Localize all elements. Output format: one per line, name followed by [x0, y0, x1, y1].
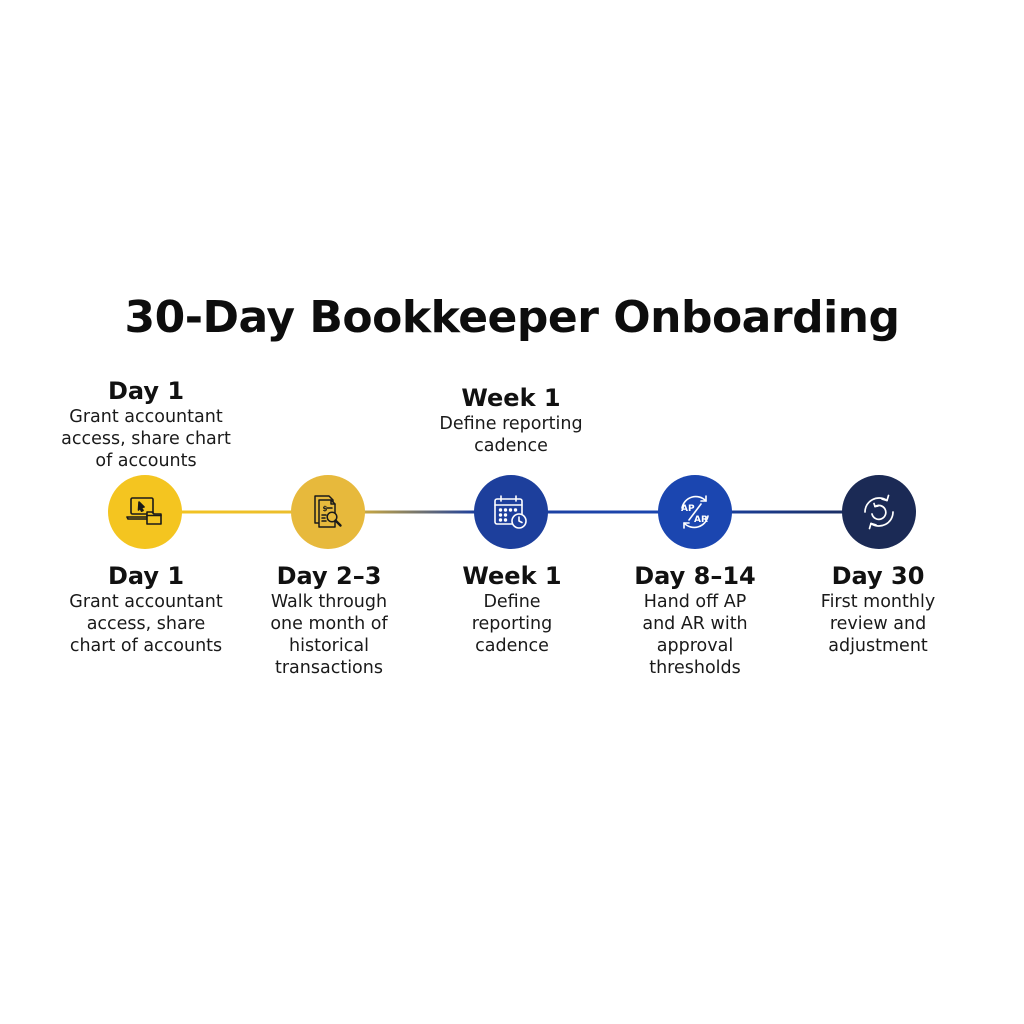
step-milestone: Day 1 — [107, 562, 185, 590]
svg-text:$: $ — [323, 505, 328, 513]
step-line: historical — [289, 636, 369, 656]
step-milestone: Day 2–3 — [276, 562, 382, 590]
step-line: access, share — [86, 614, 206, 634]
step-line: one month of — [270, 614, 388, 634]
diagram-title: 30-Day Bookkeeper Onboarding — [124, 292, 900, 343]
callout-line: of accounts — [95, 451, 197, 471]
callout-milestone: Day 1 — [107, 377, 185, 405]
step-line: transactions — [275, 658, 383, 678]
step-label-day-30: Day 30 First monthly review and adjustme… — [798, 561, 958, 657]
step-node-week-1 — [474, 475, 548, 549]
callout-line: Grant accountant — [69, 407, 223, 427]
step-line: cadence — [475, 636, 549, 656]
step-line: Grant accountant — [69, 592, 223, 612]
callout-line: access, share chart — [61, 429, 231, 449]
step-milestone: Day 8–14 — [634, 562, 756, 590]
step-line: review and — [829, 614, 927, 634]
step-line: approval — [656, 636, 734, 656]
step-label-day-2-3: Day 2–3 Walk through one month of histor… — [249, 561, 409, 679]
document-magnifier-icon: $ — [314, 495, 342, 528]
step-line: Walk through — [270, 592, 388, 612]
step-line: First monthly — [820, 592, 936, 612]
step-node-day-1 — [108, 475, 182, 549]
step-label-week-1: Week 1 Define reporting cadence — [432, 561, 592, 657]
step-node-day-2-3: $ — [291, 475, 365, 549]
calendar-clock-icon — [494, 495, 527, 529]
ar-icon-text: AR — [694, 515, 708, 525]
callout-above-day-1: Day 1 Grant accountant access, share cha… — [46, 376, 246, 472]
step-line: reporting — [471, 614, 553, 634]
step-node-day-30 — [842, 475, 916, 549]
callout-above-week-1: Week 1 Define reporting cadence — [416, 383, 606, 457]
callout-line: Define reporting — [439, 414, 583, 434]
step-line: adjustment — [828, 636, 928, 656]
laptop-folder-icon — [126, 497, 162, 525]
step-milestone: Week 1 — [462, 562, 562, 590]
step-line: chart of accounts — [69, 636, 223, 656]
step-milestone: Day 30 — [831, 562, 925, 590]
callout-line: cadence — [474, 436, 548, 456]
refresh-cycle-icon — [864, 494, 894, 530]
step-label-day-1: Day 1 Grant accountant access, share cha… — [46, 561, 246, 657]
ap-icon-text: AP — [681, 504, 695, 514]
step-line: Hand off AP — [643, 592, 747, 612]
ap-ar-exchange-icon: AP AR — [681, 495, 709, 529]
step-line: Define — [483, 592, 541, 612]
step-node-day-8-14: AP AR — [658, 475, 732, 549]
step-line: thresholds — [649, 658, 741, 678]
callout-milestone: Week 1 — [461, 384, 561, 412]
step-label-day-8-14: Day 8–14 Hand off AP and AR with approva… — [615, 561, 775, 679]
step-line: and AR with — [642, 614, 748, 634]
